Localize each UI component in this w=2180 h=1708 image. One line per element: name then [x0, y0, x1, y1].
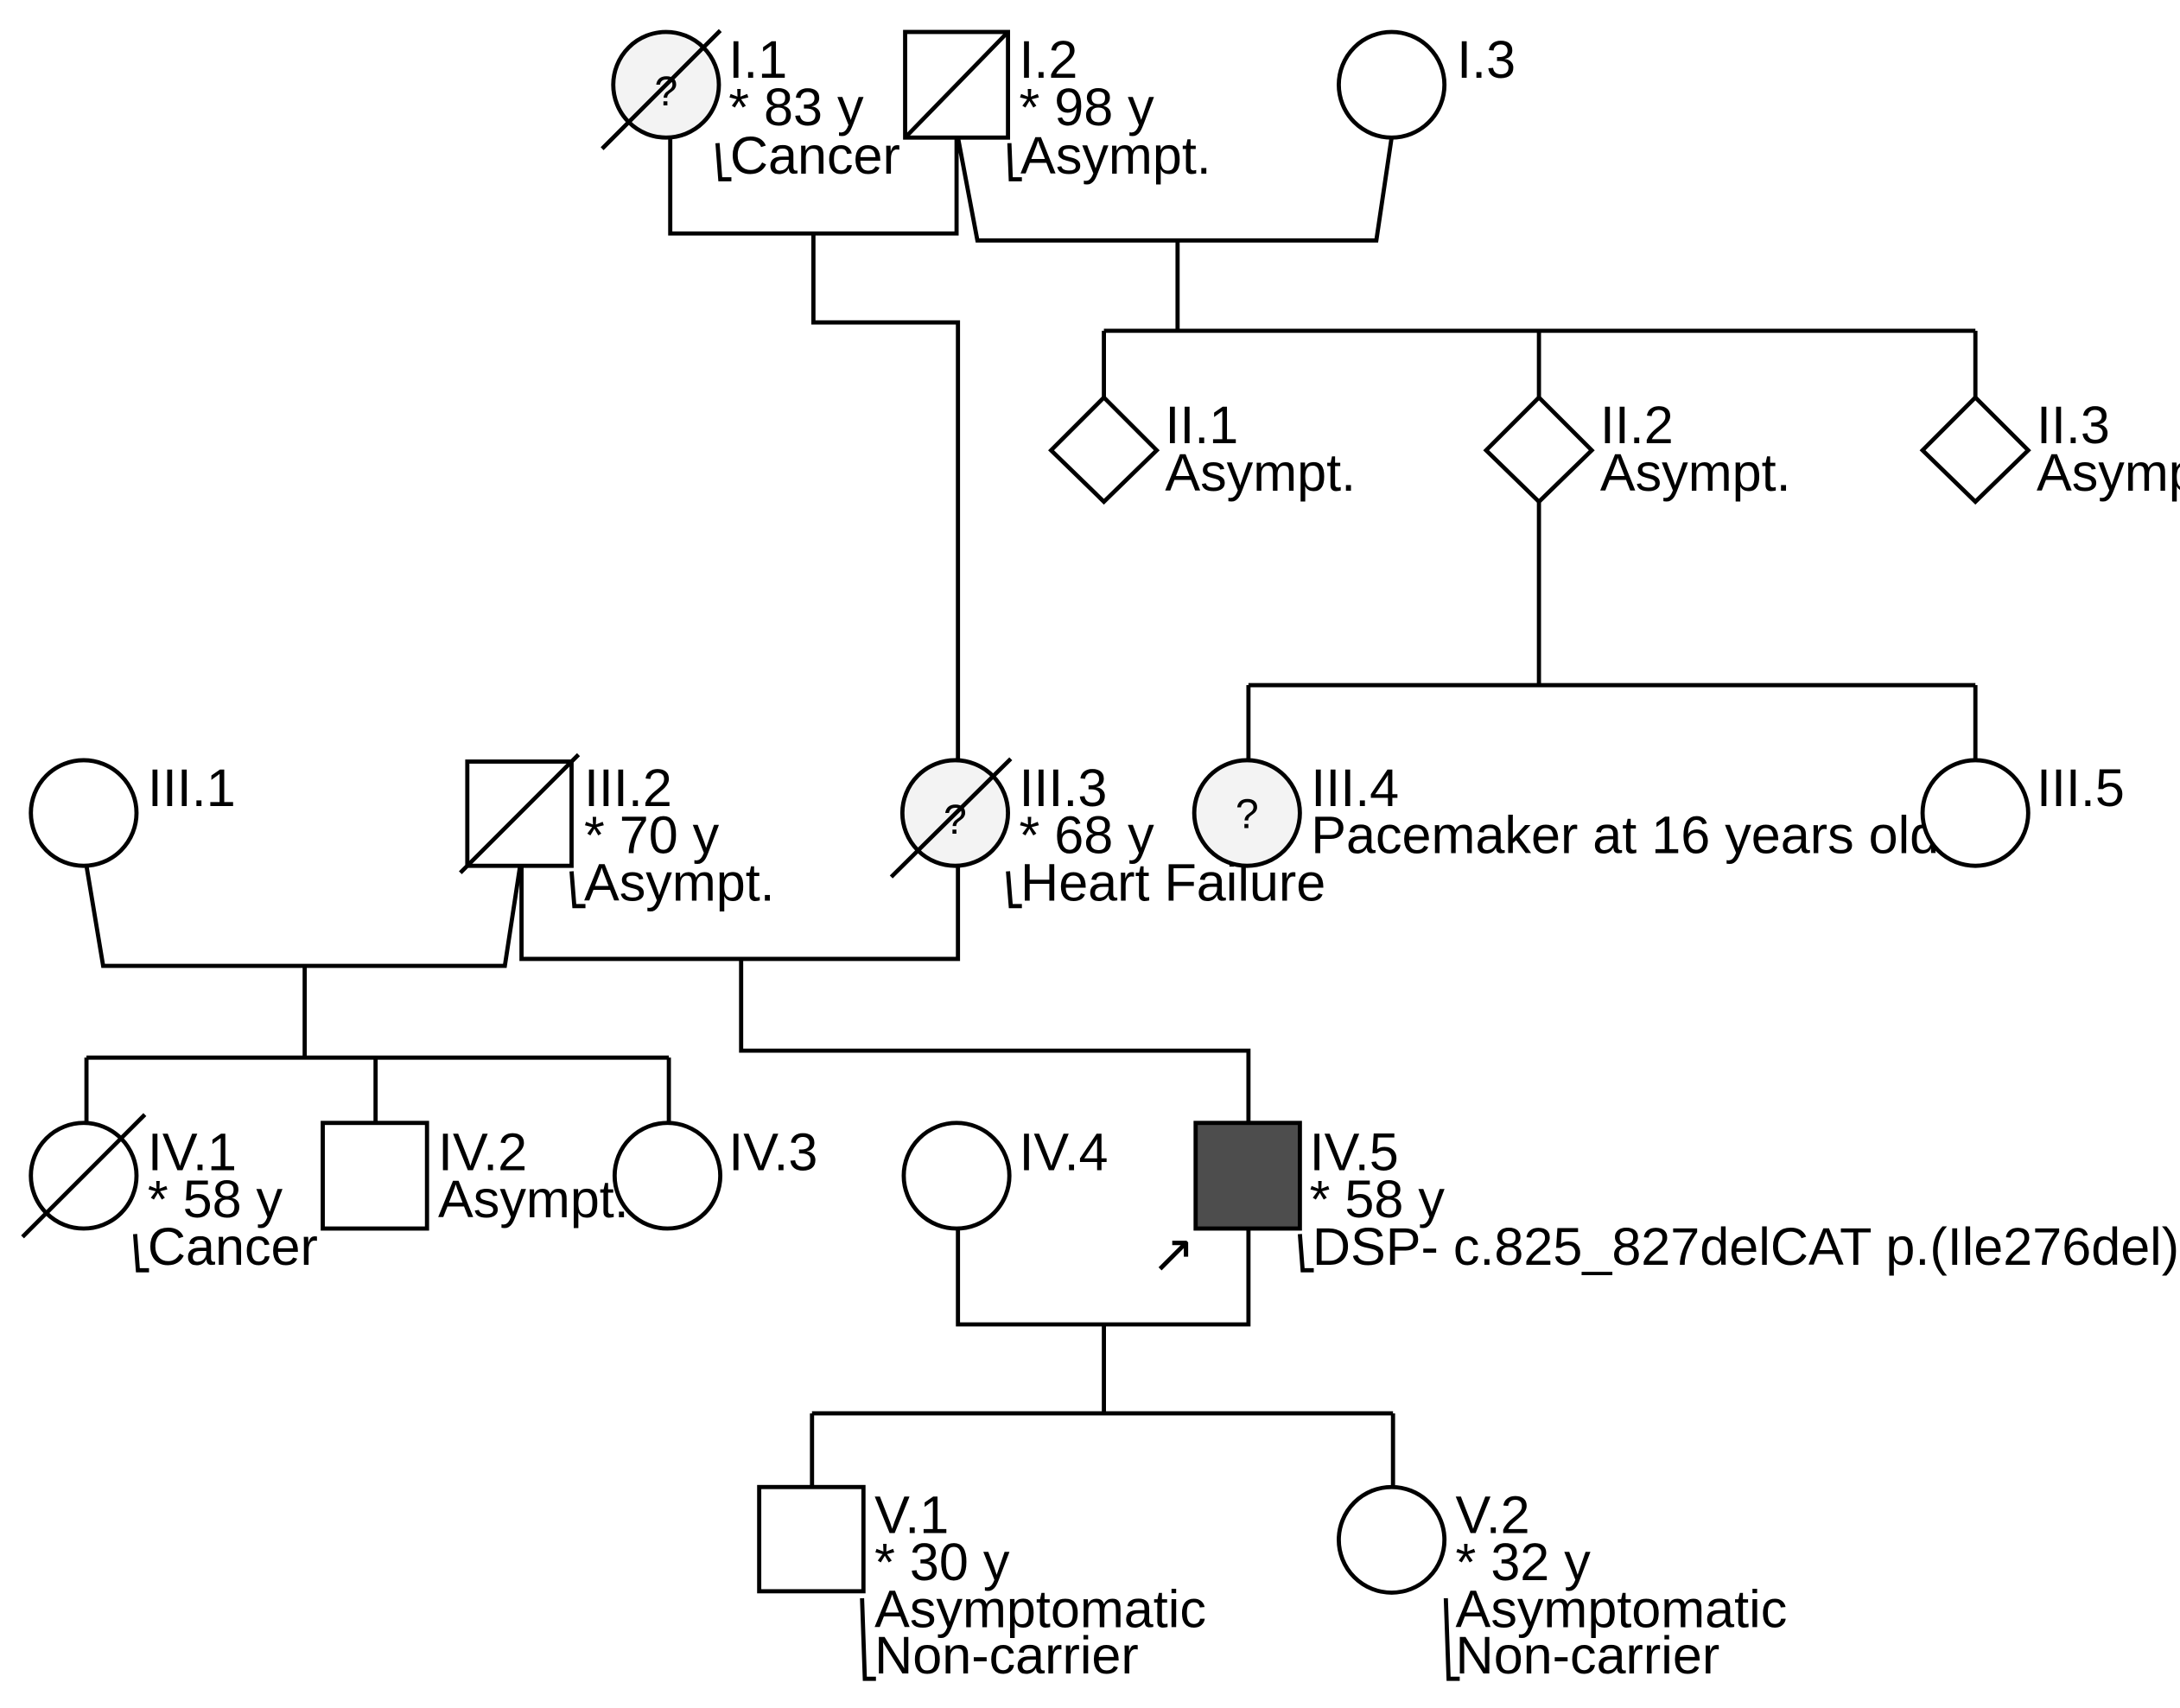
individual-note: Cancer	[148, 1217, 318, 1276]
individual-id: III.5	[2037, 759, 2125, 817]
individual-note: Asymptomatic	[874, 1580, 1206, 1639]
individual-note: Asympt.	[1165, 443, 1356, 502]
proband-arrow-icon: ↗	[1151, 1224, 1195, 1283]
individual-i1[interactable]: ? I.1 * 83 y Cancer	[601, 29, 900, 185]
individual-iii3[interactable]: ? III.3 * 68 y Heart Failure	[889, 757, 1325, 911]
deceased-slash	[601, 29, 722, 150]
individual-age: * 98 y	[1019, 78, 1154, 137]
individual-note: Asympt.	[438, 1170, 629, 1229]
individual-age: * 83 y	[728, 78, 864, 137]
male-symbol-affected	[1193, 1121, 1302, 1231]
individual-iv3[interactable]: IV.3	[612, 1121, 817, 1231]
individual-id: II.1	[1165, 396, 1238, 454]
annotation-bracket	[132, 1234, 149, 1273]
individual-note: Asympt.	[1600, 443, 1791, 502]
individual-age: * 70 y	[584, 806, 720, 865]
individual-iv5-proband[interactable]: ↗ IV.5 * 58 y DSP- c.825_827delCAT p.(Il…	[1151, 1121, 2179, 1283]
individual-age: * 58 y	[148, 1170, 283, 1229]
female-symbol	[1920, 758, 2031, 868]
individual-iii1[interactable]: III.1	[29, 758, 236, 868]
individual-id: V.1	[874, 1485, 949, 1544]
unknown-status-mark: ?	[1236, 791, 1259, 838]
couple-line-iv4-iv5	[956, 1229, 1251, 1327]
carrier-status: Non-carrier	[1456, 1626, 1720, 1685]
individual-note: Asympt.	[584, 853, 775, 911]
individual-ii1[interactable]: II.1 Asympt.	[1048, 394, 1356, 505]
individual-id: III.3	[1019, 759, 1107, 817]
individual-iv1[interactable]: IV.1 * 58 y Cancer	[21, 1113, 318, 1276]
annotation-bracket	[1297, 1234, 1314, 1273]
individual-id: IV.4	[1019, 1122, 1108, 1181]
individual-note: Cancer	[730, 126, 900, 185]
annotation-bracket	[569, 871, 586, 909]
carrier-status: Non-carrier	[874, 1626, 1139, 1685]
individual-id: I.2	[1019, 30, 1077, 89]
deceased-slash	[889, 757, 1013, 879]
annotation-bracket	[1007, 143, 1022, 181]
female-symbol	[612, 1121, 723, 1231]
individual-id: II.2	[1600, 396, 1674, 454]
individual-i3[interactable]: I.3	[1337, 29, 1516, 140]
female-symbol	[1192, 758, 1302, 868]
female-symbol	[1337, 1484, 1447, 1595]
descent-line-i1-i2-to-iii3	[810, 233, 961, 762]
individual-note: Asympt.	[1020, 126, 1211, 185]
individual-id: I.1	[728, 30, 787, 89]
deceased-slash	[459, 752, 581, 874]
individual-age: * 68 y	[1019, 806, 1154, 865]
individual-note: Asymptomatic	[1456, 1580, 1788, 1639]
individual-id: I.3	[1457, 30, 1516, 89]
individual-v2[interactable]: V.2 * 32 y Asymptomatic Non-carrier	[1337, 1484, 1788, 1685]
individual-ii3[interactable]: II.3 Asympt.	[1919, 394, 2180, 505]
individual-iii5[interactable]: III.5	[1920, 758, 2125, 868]
individual-id: IV.2	[438, 1122, 527, 1181]
male-symbol	[757, 1484, 866, 1594]
individual-note: Heart Failure	[1020, 853, 1325, 911]
individual-id: III.1	[148, 759, 236, 817]
annotation-bracket	[860, 1597, 876, 1681]
descent-line-iii2-iii3-to-iv5	[739, 958, 1251, 1123]
individual-age: * 32 y	[1456, 1533, 1592, 1591]
couple-line-iii1-iii2	[84, 865, 523, 968]
pedigree-lines	[84, 137, 1978, 1488]
individual-v1[interactable]: V.1 * 30 y Asymptomatic Non-carrier	[757, 1484, 1206, 1685]
male-symbol	[321, 1121, 429, 1231]
unknown-sex-symbol	[1919, 394, 2031, 505]
annotation-bracket	[1443, 1597, 1460, 1681]
individual-id: III.4	[1311, 759, 1399, 817]
individual-iii2[interactable]: III.2 * 70 y Asympt.	[459, 752, 775, 911]
individual-note: Asympt.	[2037, 443, 2180, 502]
individual-i2[interactable]: I.2 * 98 y Asympt.	[903, 29, 1211, 185]
individual-id: IV.5	[1310, 1122, 1399, 1181]
female-symbol	[901, 1121, 1012, 1231]
individual-iv2[interactable]: IV.2 Asympt.	[321, 1121, 629, 1231]
individual-id: II.3	[2037, 396, 2110, 454]
annotation-bracket	[715, 143, 732, 181]
individual-ii2[interactable]: II.2 Asympt.	[1483, 394, 1791, 505]
female-symbol	[29, 758, 139, 868]
individual-id: IV.3	[728, 1122, 817, 1181]
deceased-slash	[21, 1113, 147, 1239]
variant-note: DSP- c.825_827delCAT p.(Ile276del)	[1312, 1217, 2179, 1276]
individual-iii4[interactable]: ? III.4 Pacemaker at 16 years old	[1192, 758, 1939, 868]
individual-age: * 30 y	[874, 1533, 1010, 1591]
unknown-sex-symbol	[1048, 394, 1160, 505]
female-symbol	[1337, 29, 1447, 140]
unknown-sex-symbol	[1483, 394, 1595, 505]
annotation-bracket	[1006, 871, 1022, 909]
individual-id: III.2	[584, 759, 672, 817]
individual-id: IV.1	[148, 1122, 237, 1181]
individual-age: * 58 y	[1310, 1170, 1446, 1229]
deceased-slash	[903, 30, 1010, 139]
individual-id: V.2	[1456, 1485, 1530, 1544]
individual-note: Pacemaker at 16 years old	[1311, 806, 1939, 865]
individual-iv4[interactable]: IV.4	[901, 1121, 1109, 1231]
